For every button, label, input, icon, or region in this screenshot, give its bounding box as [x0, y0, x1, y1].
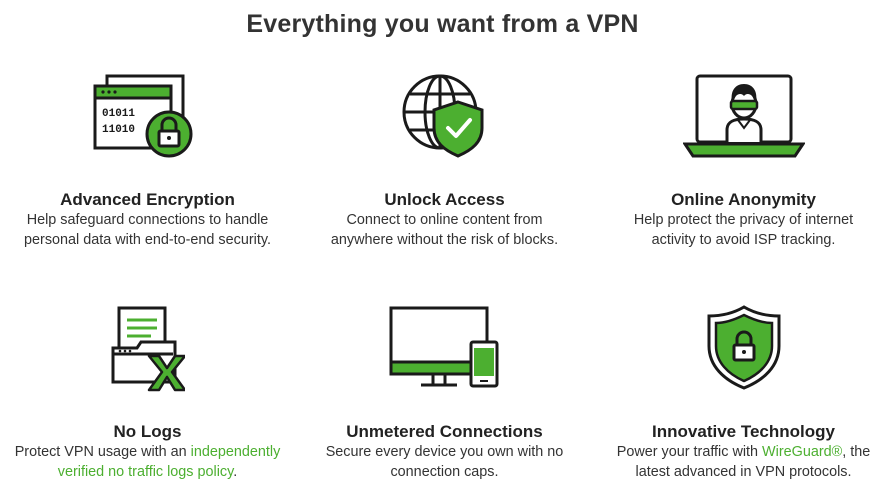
feature-description: Connect to online content from anywhere …	[330, 212, 559, 248]
feature-title: Online Anonymity	[671, 190, 816, 209]
feature-title: Unlock Access	[384, 190, 505, 209]
page-title: Everything you want from a VPN	[246, 10, 639, 38]
no-logs-folder-icon	[0, 304, 295, 392]
monitor-phone-icon	[297, 304, 592, 390]
feature-description: Help safeguard connections to handle per…	[24, 212, 271, 248]
code-text-2: 11010	[102, 124, 135, 136]
feature-description: Power your traffic with WireGuard®, the …	[616, 444, 871, 480]
feature-title: Advanced Encryption	[60, 190, 235, 209]
feature-title: Innovative Technology	[652, 422, 835, 441]
wireguard-link[interactable]: WireGuard®	[762, 444, 843, 460]
encryption-window-lock-icon: 01011 11010	[0, 72, 295, 164]
shield-lock-icon	[596, 304, 885, 390]
feature-title: No Logs	[113, 422, 182, 441]
code-text-1: 01011	[102, 108, 135, 120]
feature-description: Help protect the privacy of internet act…	[633, 212, 854, 248]
globe-shield-icon	[297, 72, 592, 162]
feature-description: Secure every device you own with no conn…	[325, 444, 564, 480]
laptop-anonymous-user-icon	[596, 72, 885, 162]
feature-title: Unmetered Connections	[346, 422, 543, 441]
